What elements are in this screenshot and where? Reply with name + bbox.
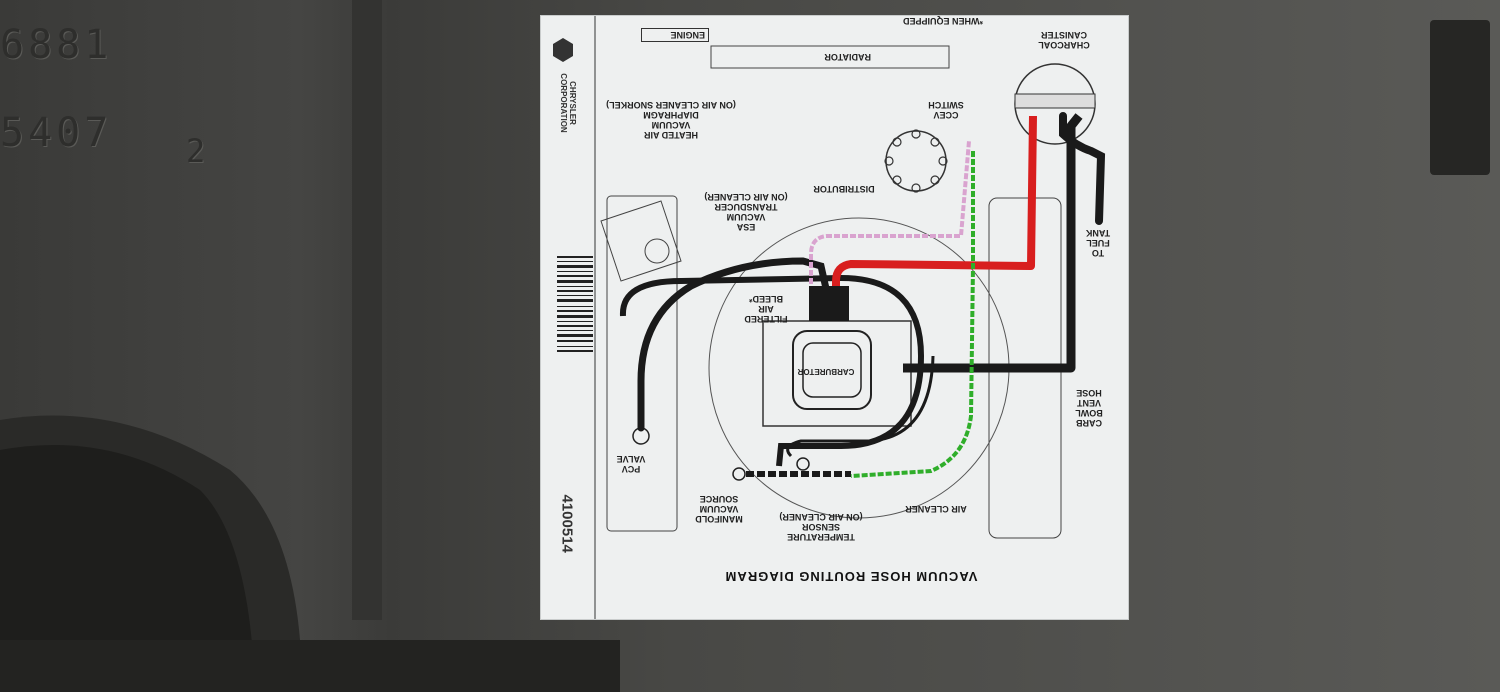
label-charcoal-canister: CHARCOAL CANISTER (1038, 30, 1090, 50)
label-carb-bowl-vent-hose: CARB BOWL VENT HOSE (1075, 388, 1103, 428)
label-ccev-switch: CCEV SWITCH (928, 100, 964, 120)
embossed-number-2: 5407 (0, 110, 113, 156)
label-esa-vacuum-transducer: ESA VACUUM TRANSDUCER (ON AIR CLEANER) (704, 192, 788, 232)
manufacturer-logo-text: CHRYSLER CORPORATION (559, 73, 577, 133)
label-carburetor: CARBURETOR (797, 367, 855, 376)
when-equipped-note: *WHEN EQUIPPED (902, 16, 983, 26)
label-temperature-sensor: TEMPERATURE SENSOR (ON AIR CLEANER) (779, 512, 863, 542)
label-heated-air-diaphragm: HEATED AIR VACUUM DIAPHRAGM (ON AIR CLEA… (606, 100, 736, 140)
embossed-number-3: 2 (186, 132, 210, 170)
label-air-cleaner: AIR CLEANER (905, 504, 967, 514)
barcode (557, 256, 593, 352)
label-pcv-valve: PCV VALVE (616, 454, 646, 474)
label-manifold-vacuum-source: MANIFOLD VACUUM SOURCE (695, 494, 743, 524)
label-to-fuel-tank: TO FUEL TANK (1085, 228, 1111, 258)
label-distributor: DISTRIBUTOR (813, 184, 875, 194)
diagram-drawing (553, 16, 1106, 619)
vacuum-hose-diagram-sticker: ENGINE *WHEN EQUIPPED RADIATOR CHRYSLER … (541, 16, 1128, 619)
diagram-title: VACUUM HOSE ROUTING DIAGRAM (724, 569, 978, 584)
engine-label: ENGINE (641, 28, 709, 42)
label-filtered-air-bleed: FILTERED AIR BLEED* (744, 294, 788, 324)
radiator-label: RADIATOR (824, 52, 871, 62)
part-code: 4100514 (558, 494, 576, 553)
embossed-number-1: 6881 (0, 22, 113, 68)
